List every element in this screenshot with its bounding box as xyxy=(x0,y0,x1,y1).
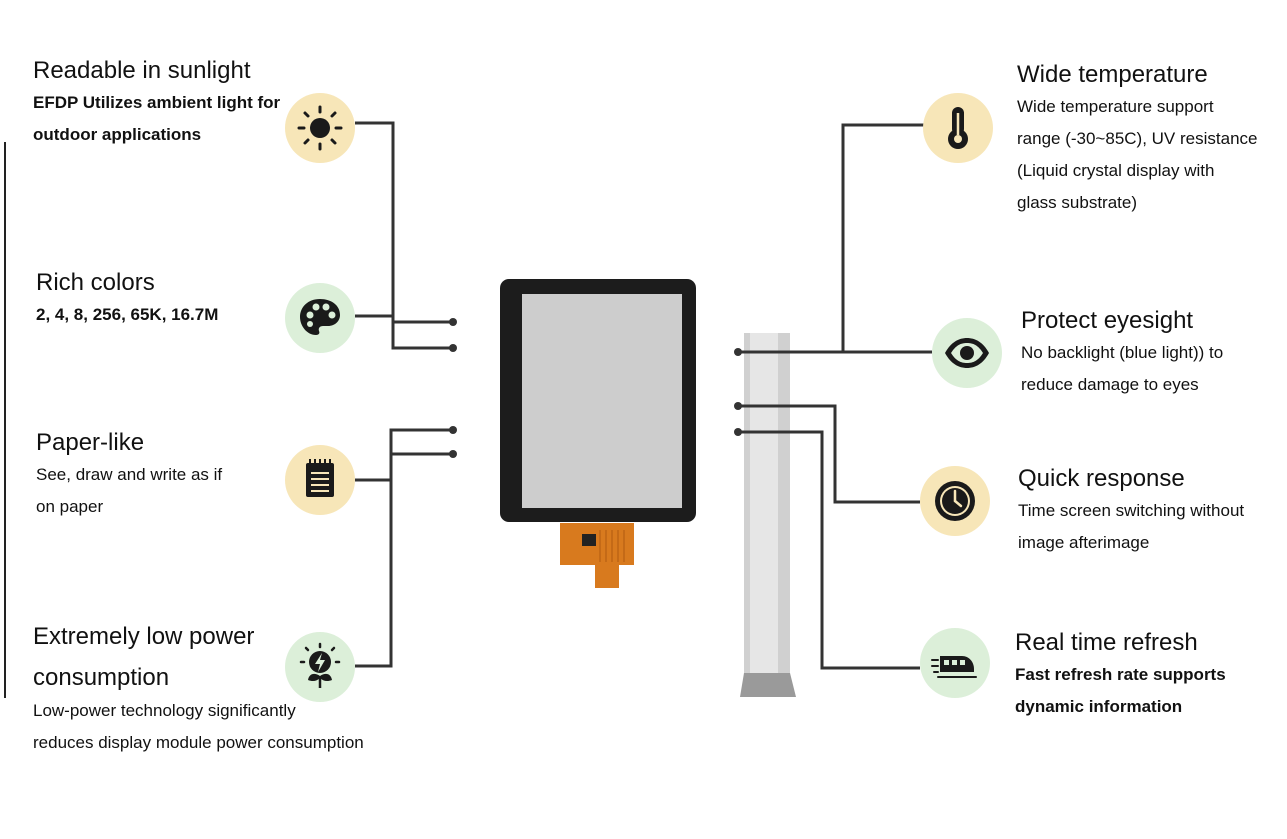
feature-title: Paper-like xyxy=(36,429,145,456)
feature-description: 2, 4, 8, 256, 65K, 16.7M xyxy=(36,305,219,325)
feature-description: Wide temperature support range (-30~85C)… xyxy=(1017,97,1258,213)
feature-quick-response: Quick response Time screen switching wit… xyxy=(1018,464,1244,559)
feature-title: Extremely low power xyxy=(33,623,255,650)
feature-description: See, draw and write as if on paper xyxy=(36,465,223,517)
eye-icon xyxy=(932,318,1002,388)
feature-title-line2: consumption xyxy=(33,664,170,692)
palette-icon xyxy=(285,283,355,353)
display-module xyxy=(500,279,696,588)
feature-description: EFDP Utilizes ambient light for outdoor … xyxy=(33,93,281,145)
clock-icon xyxy=(920,466,990,536)
feature-description: Time screen switching without image afte… xyxy=(1018,501,1245,553)
feature-low-power: Extremely low power consumption Low-powe… xyxy=(33,622,364,759)
connector-dots xyxy=(449,318,742,458)
thermometer-icon xyxy=(923,93,993,163)
notepad-icon xyxy=(285,445,355,515)
feature-wide-temperature: Wide temperature Wide temperature suppor… xyxy=(1017,60,1257,219)
feature-title: Rich colors xyxy=(36,269,155,296)
sun-icon xyxy=(285,93,355,163)
feature-real-time-refresh: Real time refresh Fast refresh rate supp… xyxy=(1015,628,1226,723)
feature-title: Protect eyesight xyxy=(1021,307,1194,334)
feature-title: Wide temperature xyxy=(1017,61,1208,88)
bulb-leaf-icon xyxy=(285,632,355,702)
feature-protect-eyesight: Protect eyesight No backlight (blue ligh… xyxy=(1021,306,1223,401)
feature-readable-sunlight: Readable in sunlight EFDP Utilizes ambie… xyxy=(33,56,280,151)
left-edge-rule xyxy=(4,142,6,698)
feature-paper-like: Paper-like See, draw and write as if on … xyxy=(36,428,222,523)
connector-lines xyxy=(355,121,932,670)
feature-description: No backlight (blue light)) to reduce dam… xyxy=(1021,343,1224,395)
side-profile xyxy=(740,333,796,697)
feature-rich-colors: Rich colors 2, 4, 8, 256, 65K, 16.7M xyxy=(36,268,218,331)
feature-title: Quick response xyxy=(1018,465,1185,492)
feature-title: Readable in sunlight xyxy=(33,57,251,84)
feature-title: Real time refresh xyxy=(1015,629,1198,656)
feature-description: Low-power technology significantly reduc… xyxy=(33,700,364,752)
train-icon xyxy=(920,628,990,698)
feature-description: Fast refresh rate supports dynamic infor… xyxy=(1015,665,1226,717)
